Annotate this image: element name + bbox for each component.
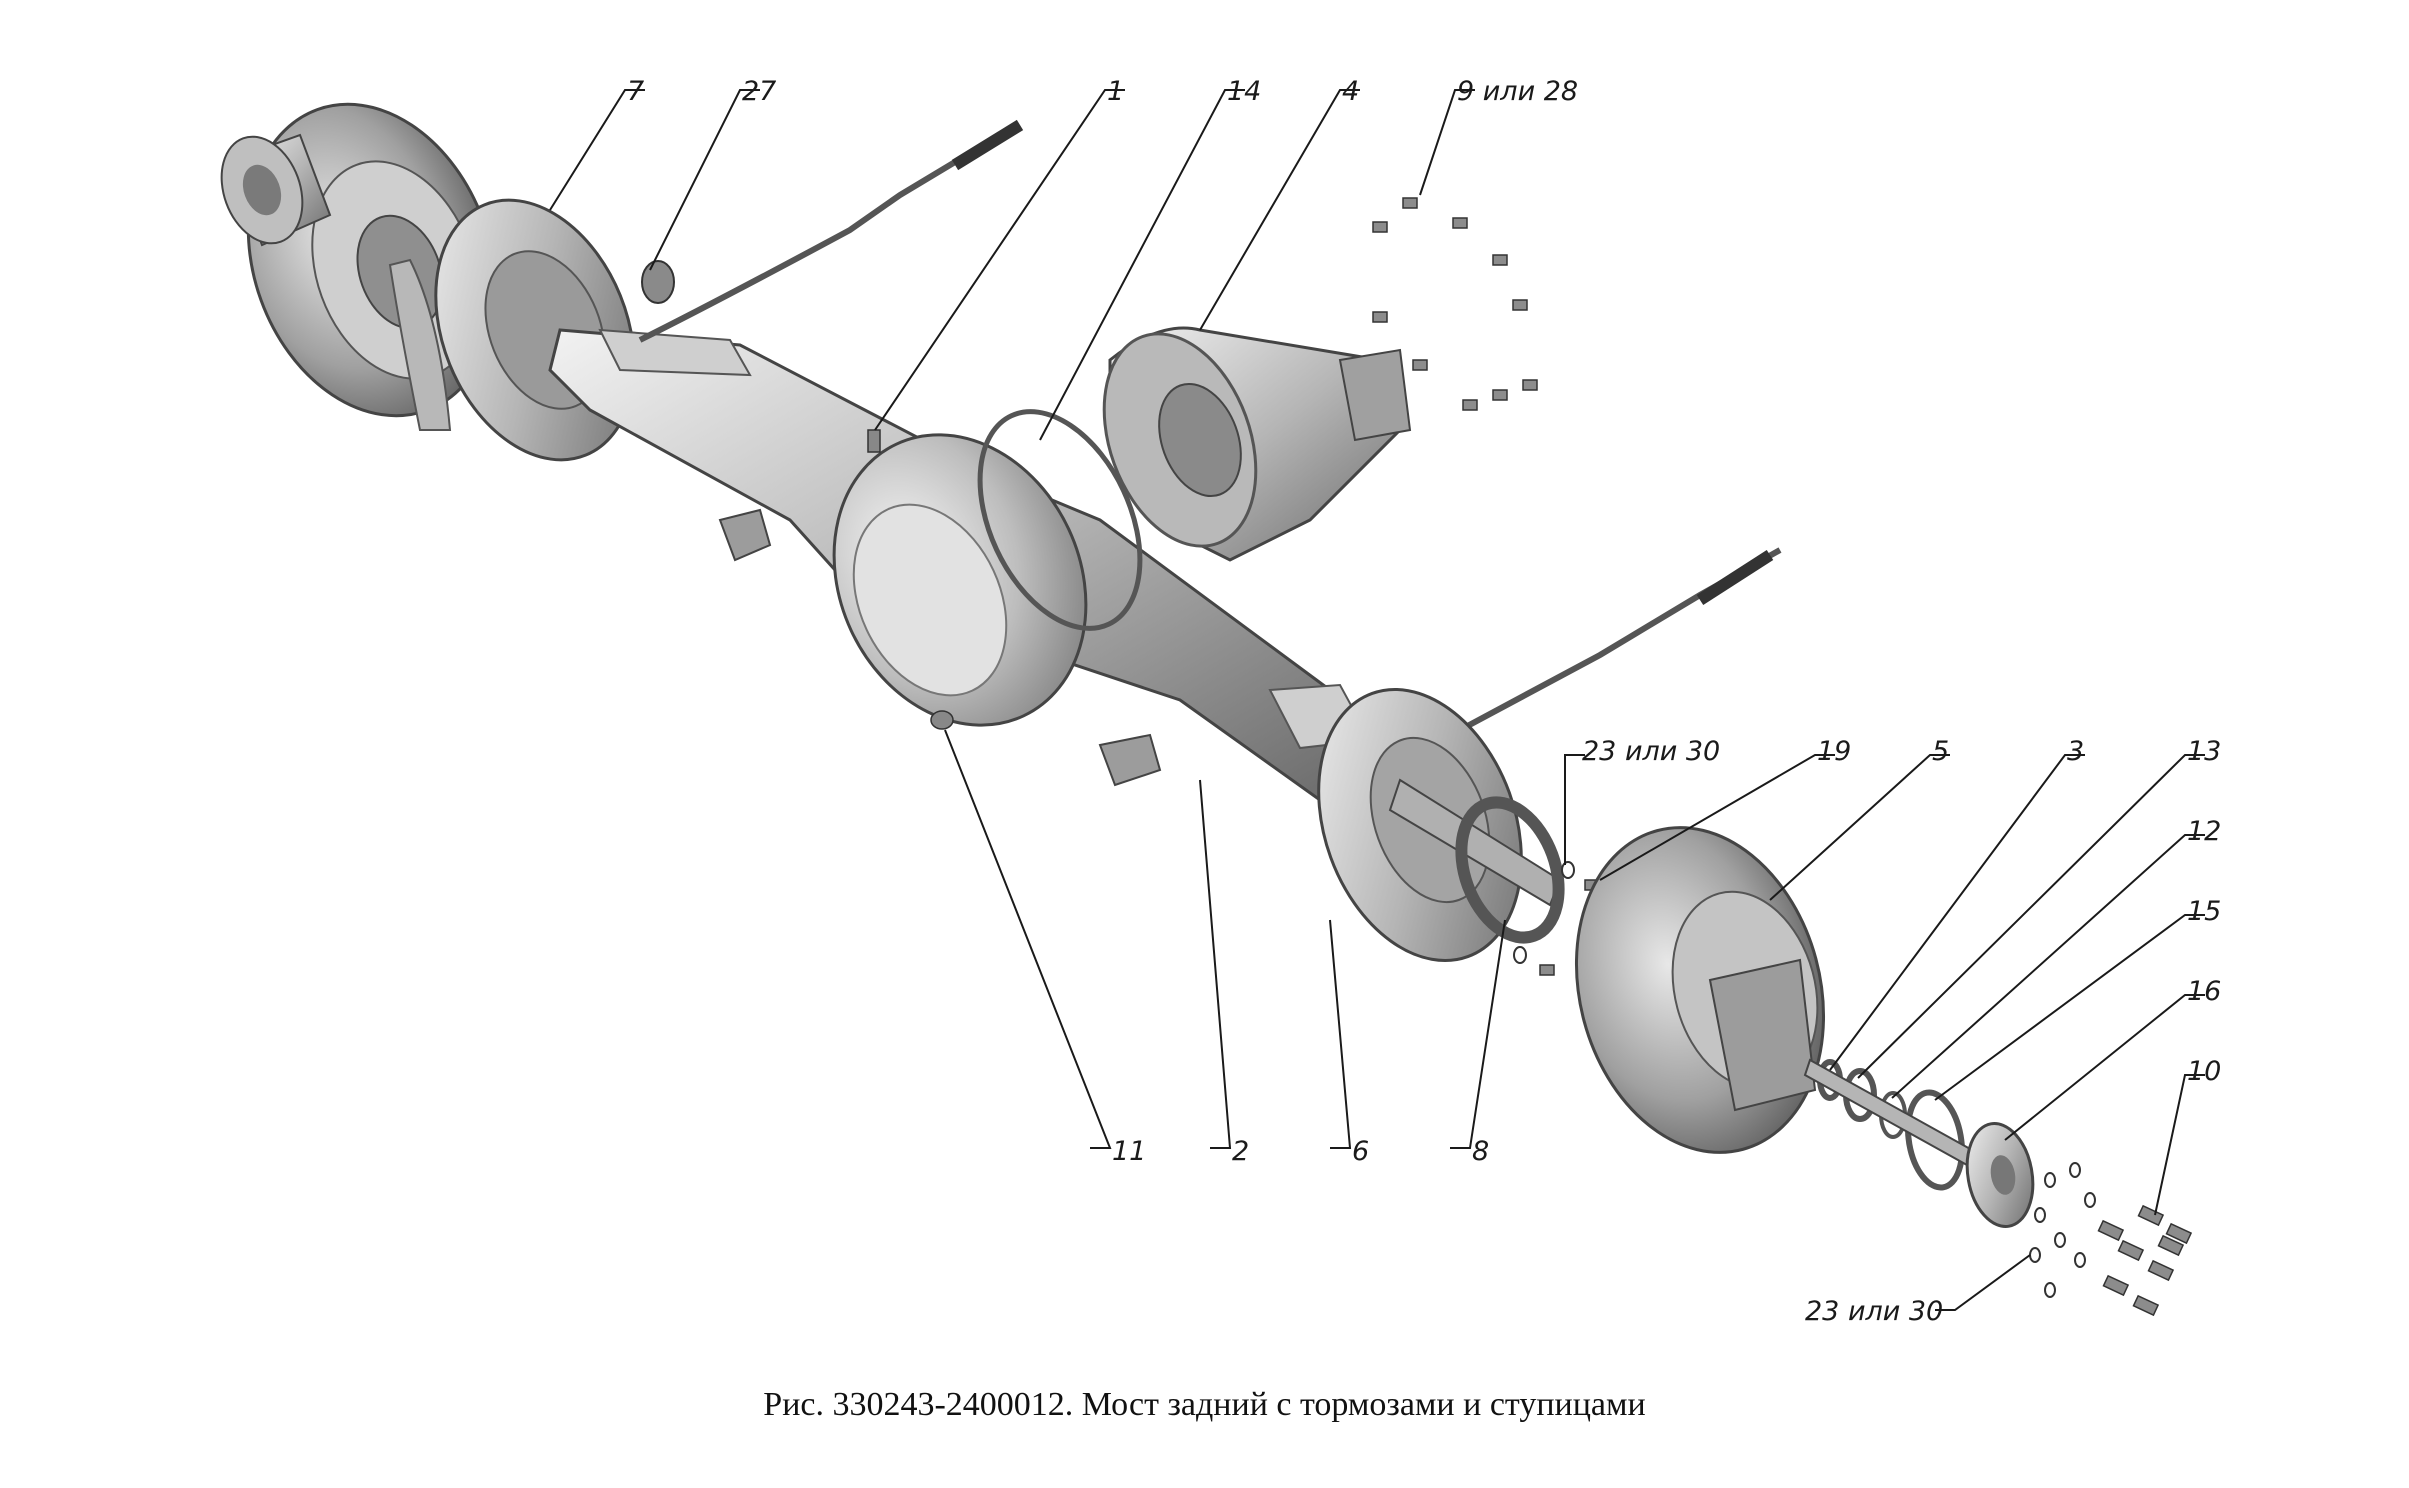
bolts-10 <box>2097 1204 2193 1317</box>
differential-assembly <box>1102 326 1412 562</box>
leader-lines <box>549 89 2205 1311</box>
axle-shaft-16 <box>1803 1058 2035 1229</box>
callout-23-30-bottom: 23 или 30 <box>1805 1296 1943 1327</box>
drain-plug-11 <box>930 710 954 730</box>
left-hub <box>220 133 332 247</box>
callout-labels: 1 14 4 7 27 9 или 28 23 или 30 19 5 3 13… <box>627 76 2221 1327</box>
right-brake-drum <box>1574 826 1826 1154</box>
callout-14: 14 <box>1227 76 1261 107</box>
callout-1: 1 <box>1107 76 1124 107</box>
callout-7: 7 <box>627 76 644 107</box>
left-parking-brake-cable <box>638 132 1002 343</box>
callout-11: 11 <box>1112 1136 1146 1167</box>
callout-3: 3 <box>2067 736 2084 767</box>
callout-19: 19 <box>1817 736 1851 767</box>
callout-2: 2 <box>1232 1136 1249 1167</box>
callout-5: 5 <box>1932 736 1949 767</box>
callout-12: 12 <box>2187 816 2221 847</box>
washers-bottom <box>2029 1162 2096 1298</box>
plug-27 <box>641 260 675 304</box>
callout-6: 6 <box>1352 1136 1369 1167</box>
callout-9-28: 9 или 28 <box>1457 76 1578 107</box>
callout-27: 27 <box>742 76 776 107</box>
breather-1 <box>867 429 881 453</box>
figure-caption: Рис. 330243-2400012. Мост задний с тормо… <box>763 1386 1646 1423</box>
differential-bolts <box>1372 197 1538 411</box>
callout-16: 16 <box>2187 976 2221 1007</box>
callout-23-30-top: 23 или 30 <box>1582 736 1720 767</box>
callout-10: 10 <box>2187 1056 2221 1087</box>
callout-4: 4 <box>1342 76 1359 107</box>
washers-top <box>1513 861 1575 964</box>
callout-8: 8 <box>1472 1136 1489 1167</box>
callout-13: 13 <box>2187 736 2221 767</box>
seal-holder-8 <box>1455 796 1565 944</box>
callout-15: 15 <box>2187 896 2221 927</box>
